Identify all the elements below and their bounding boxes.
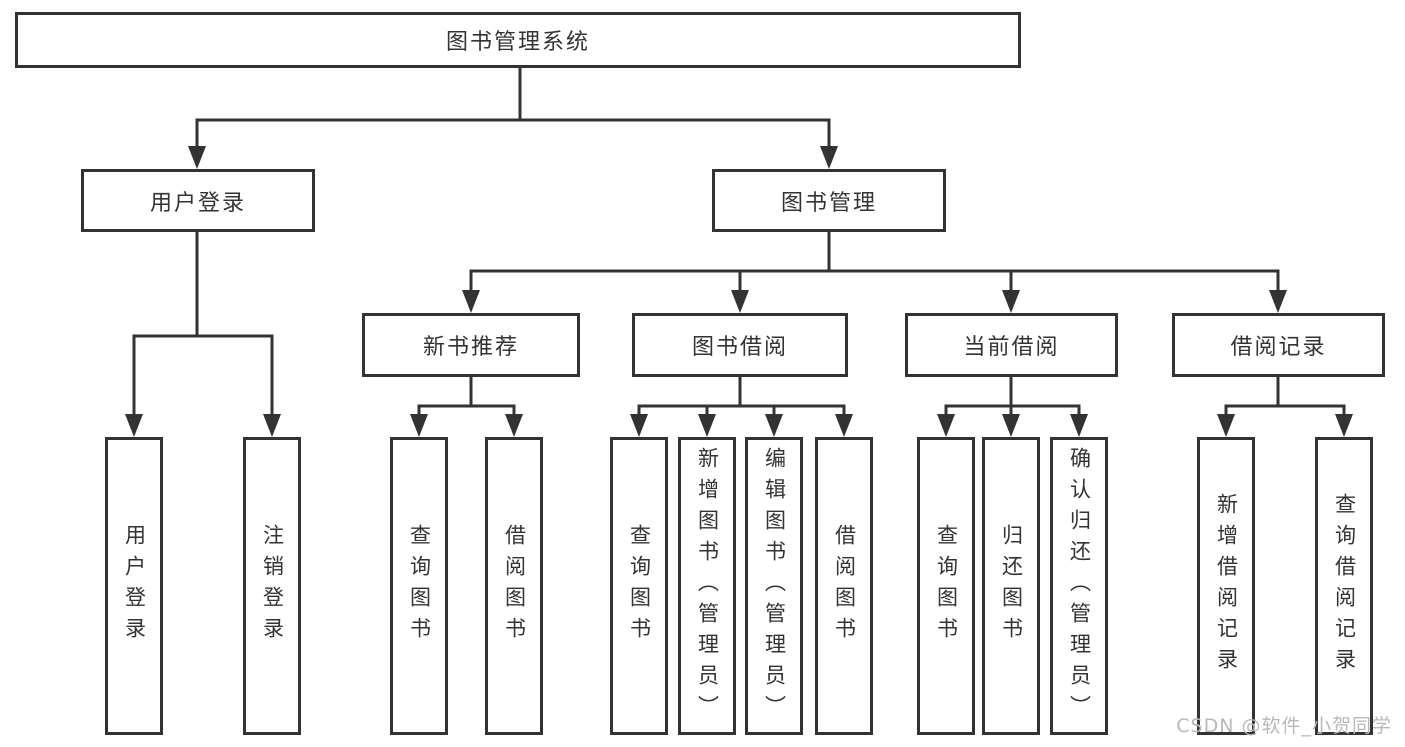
- connector-root-to-level2: [188, 68, 838, 169]
- arrowhead-down-icon: [188, 146, 206, 169]
- arrowhead-down-icon: [765, 414, 783, 437]
- leaf-search-books-recommend: 查询图书: [390, 437, 448, 735]
- leaf-logout: 注销登录: [243, 437, 301, 735]
- connector-current-to-leaves: [937, 377, 1088, 437]
- connector-records-to-leaves: [1217, 377, 1353, 437]
- leaf-search-books-borrowing: 查询图书: [610, 437, 668, 735]
- arrowhead-down-icon: [1269, 290, 1287, 313]
- leaf-confirm-return-admin: 确认归还（管理员）: [1050, 437, 1108, 735]
- arrowhead-down-icon: [505, 414, 523, 437]
- node-borrowing-records: 借阅记录: [1172, 313, 1385, 377]
- leaf-borrow-books-borrowing: 借阅图书: [815, 437, 873, 735]
- arrowhead-down-icon: [1002, 290, 1020, 313]
- arrowhead-down-icon: [125, 414, 143, 437]
- arrowhead-down-icon: [731, 290, 749, 313]
- arrowhead-down-icon: [462, 290, 480, 313]
- leaf-search-books-current: 查询图书: [917, 437, 975, 735]
- connector-bookmgmt-to-level3: [462, 232, 1287, 313]
- arrowhead-down-icon: [698, 414, 716, 437]
- arrowhead-down-icon: [630, 414, 648, 437]
- node-user-login: 用户登录: [81, 169, 315, 232]
- leaf-edit-books-admin: 编辑图书（管理员）: [745, 437, 803, 735]
- arrowhead-down-icon: [1002, 414, 1020, 437]
- node-new-book-recommendation: 新书推荐: [362, 313, 580, 377]
- node-library-management-system: 图书管理系统: [15, 12, 1021, 68]
- node-book-borrowing: 图书借阅: [632, 313, 848, 377]
- node-book-management: 图书管理: [712, 169, 946, 232]
- node-current-borrowing: 当前借阅: [905, 313, 1118, 377]
- leaf-return-books: 归还图书: [982, 437, 1040, 735]
- arrowhead-down-icon: [835, 414, 853, 437]
- connector-newbook-to-leaves: [410, 377, 523, 437]
- arrowhead-down-icon: [410, 414, 428, 437]
- leaf-search-borrow-record: 查询借阅记录: [1315, 437, 1373, 735]
- arrowhead-down-icon: [820, 146, 838, 169]
- arrowhead-down-icon: [1335, 414, 1353, 437]
- arrowhead-down-icon: [1070, 414, 1088, 437]
- connector-borrowing-to-leaves: [630, 377, 853, 437]
- leaf-add-books-admin: 新增图书（管理员）: [678, 437, 736, 735]
- arrowhead-down-icon: [263, 414, 281, 437]
- leaf-user-login: 用户登录: [105, 437, 163, 735]
- csdn-watermark: CSDN @软件_小贺同学: [1176, 715, 1392, 737]
- arrowhead-down-icon: [937, 414, 955, 437]
- connector-userlogin-to-leaves: [125, 232, 281, 437]
- leaf-borrow-books-recommend: 借阅图书: [485, 437, 543, 735]
- leaf-add-borrow-record: 新增借阅记录: [1197, 437, 1255, 735]
- arrowhead-down-icon: [1217, 414, 1235, 437]
